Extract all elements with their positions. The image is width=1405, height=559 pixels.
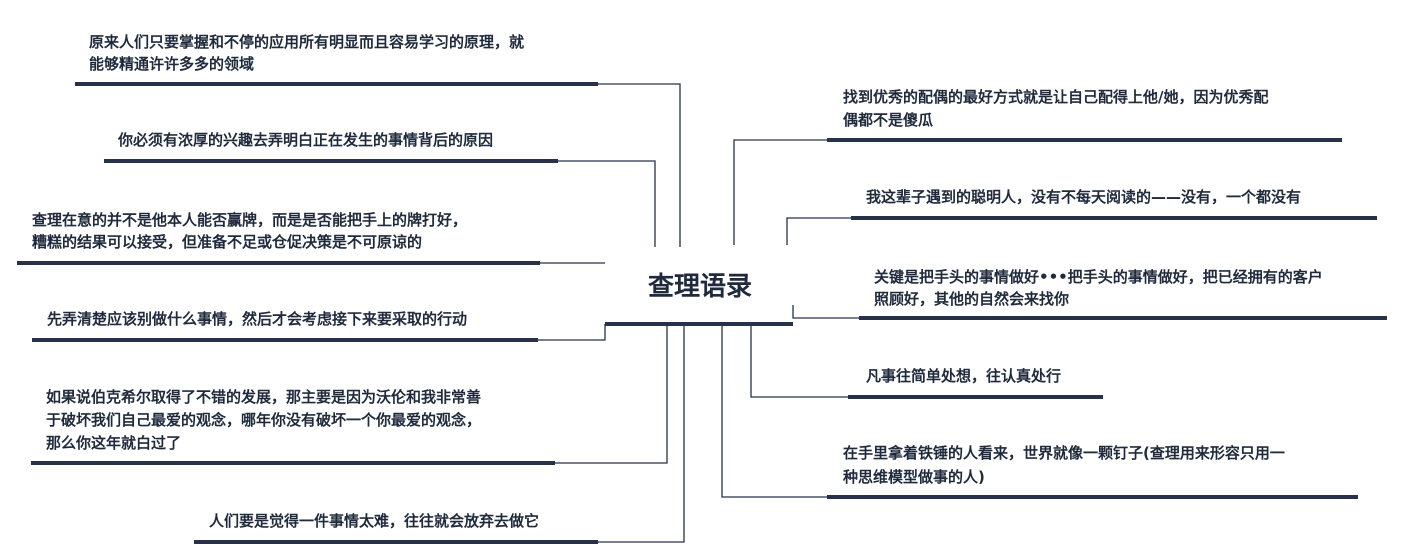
topic-right-3[interactable]: 关键是把手头的事情做好•••把手头的事情做好，把已经拥有的客户 照顾好，其他的自… [874,266,1323,310]
topic-left-4[interactable]: 先弄清楚应该别做什么事情，然后才会考虑接下来要采取的行动 [47,308,467,330]
topic-line: 如果说伯克希尔取得了不错的发展，那主要是因为沃伦和我非常善 [46,388,482,406]
connector-left-2 [558,160,656,247]
topic-line: 种思维模型做事的人) [843,468,985,486]
connector-left-1 [598,83,681,247]
topic-right-1[interactable]: 找到优秀的配偶的最好方式就是让自己配得上他/她，因为优秀配 偶都不是傻瓜 [843,86,1268,132]
topic-line: 人们要是觉得一件事情太难，往往就会放弃去做它 [209,512,540,530]
topic-left-2[interactable]: 你必须有浓厚的兴趣去弄明白正在发生的事情背后的原因 [118,129,493,151]
topic-line: 先弄清楚应该别做什么事情，然后才会考虑接下来要采取的行动 [47,310,468,328]
connector-right-5 [721,324,827,498]
topic-right-5[interactable]: 在手里拿着铁锤的人看来，世界就像一颗钉子(查理用来形容只用一 种思维模型做事的人… [843,441,1285,489]
topic-line: 于破坏我们自己最爱的观念，哪年你没有破坏一个你最爱的观念， [46,411,482,429]
topic-line: 能够精通许许多多的领域 [89,55,255,73]
connector-right-1 [733,139,827,245]
connector-right-3 [792,305,859,319]
topic-line: 凡事往简单处想，往认真处行 [866,367,1062,385]
connector-left-4 [538,324,606,341]
topic-line: 关键是把手头的事情做好•••把手头的事情做好，把已经拥有的客户 [874,268,1323,286]
topic-line: 那么你这年就白过了 [46,434,182,452]
topic-line: 在手里拿着铁锤的人看来，世界就像一颗钉子(查理用来形容只用一 [843,444,1285,462]
topic-left-1[interactable]: 原来人们只要掌握和不停的应用所有明显而且容易学习的原理，就 能够精通许许多多的领… [89,31,524,75]
topic-right-2[interactable]: 我这辈子遇到的聪明人，没有不每天阅读的——没有，一个都没有 [866,186,1301,208]
topic-line: 查理在意的并不是他本人能否赢牌，而是是否能把手上的牌打好， [32,211,468,229]
topic-line: 偶都不是傻瓜 [843,111,934,129]
topic-right-4[interactable]: 凡事往简单处想，往认真处行 [866,365,1061,387]
topic-left-6[interactable]: 人们要是觉得一件事情太难，往往就会放弃去做它 [209,510,539,532]
topic-line: 找到优秀的配偶的最好方式就是让自己配得上他/她，因为优秀配 [843,88,1269,106]
connector-left-5 [555,324,668,464]
topic-line: 照顾好，其他的自然会来找你 [874,290,1070,308]
topic-left-3[interactable]: 查理在意的并不是他本人能否赢牌，而是是否能把手上的牌打好， 糟糕的结果可以接受，… [32,209,467,253]
connector-right-4 [750,324,848,398]
connector-right-2 [786,217,851,245]
topic-line: 原来人们只要掌握和不停的应用所有明显而且容易学习的原理，就 [89,33,525,51]
topic-line: 你必须有浓厚的兴趣去弄明白正在发生的事情背后的原因 [118,131,494,149]
topic-line: 糟糕的结果可以接受，但准备不足或仓促决策是不可原谅的 [32,233,423,251]
connector-left-6 [598,324,685,543]
central-topic[interactable]: 查理语录 [647,272,752,302]
topic-line: 我这辈子遇到的聪明人，没有不每天阅读的——没有，一个都没有 [866,188,1302,206]
topic-left-5[interactable]: 如果说伯克希尔取得了不错的发展，那主要是因为沃伦和我非常善 于破坏我们自己最爱的… [46,386,481,455]
